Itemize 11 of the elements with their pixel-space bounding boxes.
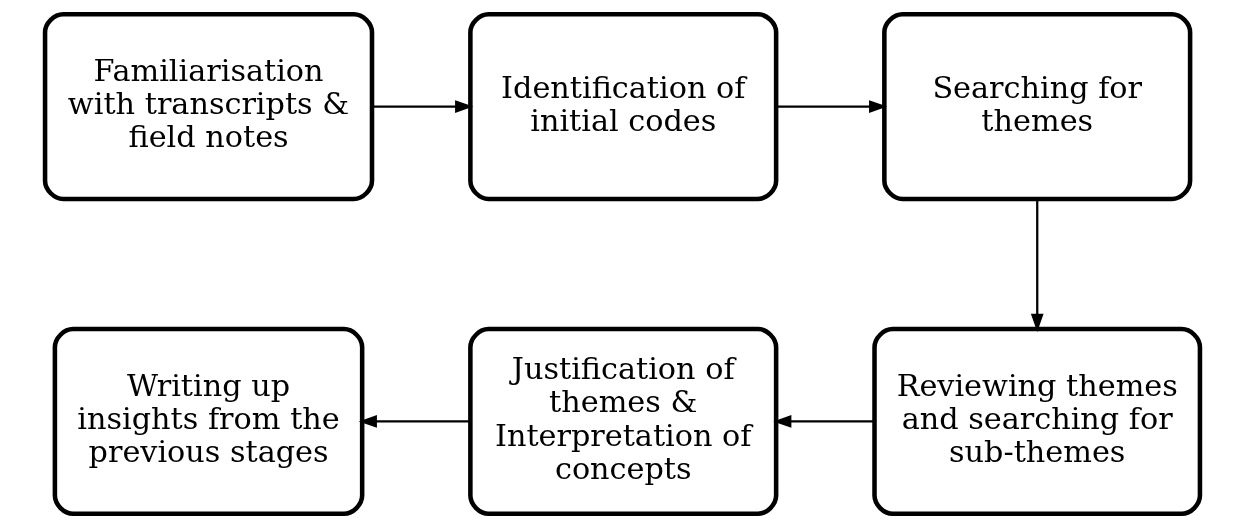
node-box: Searching for themes	[882, 12, 1193, 202]
arrow	[1030, 198, 1044, 332]
arrow	[372, 100, 474, 113]
node-box: Identification of initial codes	[468, 12, 779, 202]
arrow	[776, 100, 888, 113]
arrow	[773, 415, 875, 428]
arrow	[358, 415, 471, 428]
node-box: Familiarisation with transcripts & field notes	[42, 12, 375, 202]
node-box: Justification of themes & Interpretation of concepts	[468, 326, 779, 516]
node-box: Reviewing themes and searching for sub-themes	[872, 326, 1203, 516]
node-box: Writing up insights from the previous stages	[52, 326, 365, 516]
